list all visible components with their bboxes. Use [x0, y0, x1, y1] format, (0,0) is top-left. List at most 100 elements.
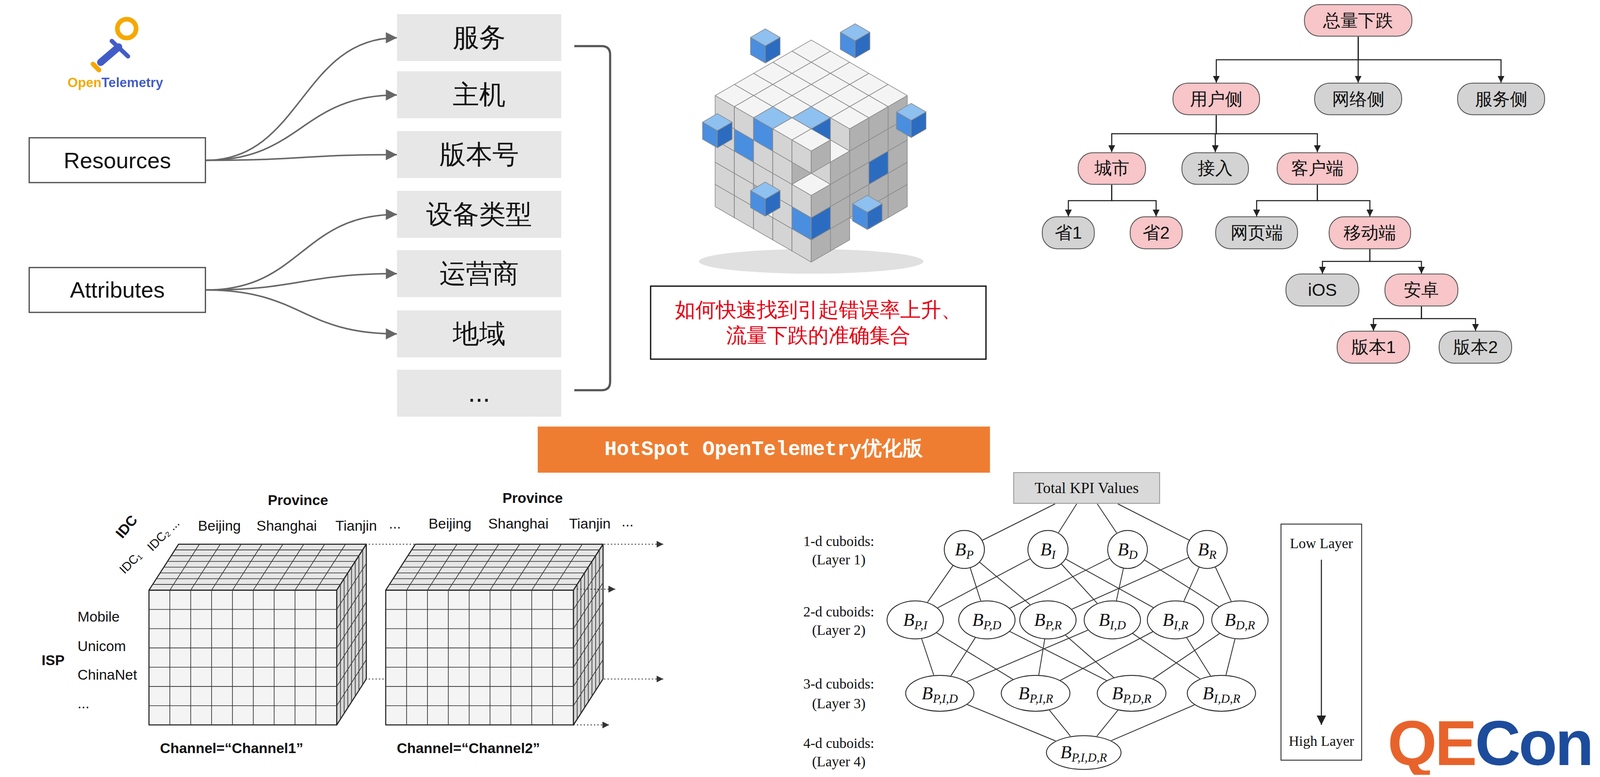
- connector: [1009, 631, 1107, 681]
- connector: [1421, 305, 1476, 331]
- cube-illustration: [698, 23, 926, 274]
- tree-node: 版本2: [1438, 330, 1513, 364]
- cube-face: [855, 32, 870, 59]
- connector: [1215, 566, 1232, 601]
- connector: [1068, 184, 1112, 217]
- data-cube: [385, 544, 603, 725]
- diagram-label: IDC: [112, 512, 141, 542]
- node-text: P,R: [1045, 616, 1062, 632]
- dotted-arrow: [573, 724, 610, 725]
- connector: [979, 561, 1030, 605]
- diagram-label: 4-d cuboids:: [803, 734, 875, 752]
- connector: [1216, 36, 1359, 83]
- diagram-label: Shanghai: [488, 515, 549, 533]
- node-text: 省1: [1054, 222, 1083, 244]
- connector: [1111, 115, 1217, 152]
- resource-box: Resources: [28, 137, 207, 184]
- diagram-label: Tianjin: [335, 517, 377, 534]
- node-text: 客户端: [1291, 157, 1344, 179]
- node-text: B: [1060, 741, 1072, 764]
- tree-node: 版本1: [1336, 330, 1411, 364]
- cube-face: [734, 106, 754, 140]
- tree-node: 接入: [1181, 151, 1249, 185]
- diagram-label: IDC₂ ...: [144, 515, 183, 554]
- opentelemetry-icon: [93, 19, 137, 70]
- node-text: I,R: [1173, 616, 1189, 632]
- cube-face: [791, 139, 812, 174]
- cube-face: [765, 190, 781, 216]
- tree-node: 省1: [1041, 216, 1095, 250]
- logo-text: OpenTelemetry: [67, 75, 163, 91]
- diagram-label: 3-d cuboids:: [803, 675, 875, 693]
- tree-node: iOS: [1285, 273, 1359, 307]
- connector: [1370, 249, 1422, 274]
- diagram-label: Unicom: [77, 637, 126, 655]
- connector: [1060, 631, 1153, 681]
- node-text: B: [921, 681, 933, 704]
- diagram-label: Tianjin: [569, 515, 611, 533]
- cube-face: [750, 37, 766, 64]
- node-text: B: [1197, 538, 1209, 561]
- cube-face: [849, 117, 869, 152]
- node-text: I,D: [1109, 616, 1126, 632]
- icon-ring: [117, 19, 137, 38]
- connector: [206, 289, 397, 334]
- node-text: P,I,R: [1029, 690, 1054, 706]
- attribute-box: 主机: [396, 71, 562, 119]
- diagram-label: Beijing: [428, 515, 472, 533]
- cuboid-ellipse: BP,I,D,R: [1045, 734, 1122, 770]
- node-text: 版本号: [439, 138, 519, 171]
- node-text: B: [1202, 681, 1214, 704]
- icon-body: [111, 40, 128, 57]
- tree-node: 移动端: [1328, 216, 1412, 250]
- cuboid-ellipse: BR: [1186, 529, 1228, 569]
- node-text: Low Layer: [1289, 534, 1353, 552]
- node-text: 用户侧: [1189, 88, 1243, 110]
- node-text: 接入: [1197, 157, 1233, 179]
- connector: [1216, 115, 1318, 152]
- cuboid-ellipse: BI,D: [1083, 599, 1141, 639]
- diagram-label: ISP: [41, 651, 65, 669]
- cube-grid: [148, 544, 367, 725]
- node-text: R: [1209, 546, 1217, 562]
- node-text: B: [1111, 681, 1123, 704]
- connector: [206, 214, 397, 290]
- node-text: B: [972, 608, 984, 631]
- cube-face: [852, 203, 868, 230]
- connector: [206, 94, 397, 160]
- tree-node: 总量下跌: [1303, 4, 1413, 38]
- diagram-label: (Layer 1): [811, 550, 866, 568]
- connector: [970, 567, 981, 601]
- attribute-box: 设备类型: [396, 190, 562, 238]
- diagram-label: IDC₁: [116, 548, 145, 576]
- node-text: D,R: [1235, 616, 1255, 632]
- connector: [1132, 633, 1200, 679]
- tree-node: 客户端: [1276, 151, 1359, 185]
- dotted-arrow: [573, 588, 616, 590]
- node-text: 安卓: [1403, 279, 1439, 301]
- cube-face: [702, 122, 718, 148]
- diagram-label: Mobile: [77, 608, 120, 625]
- attribute-box: 地域: [396, 310, 562, 358]
- diagram-label: ...: [621, 513, 634, 530]
- node-text: 主机: [452, 78, 506, 111]
- node-text: D: [1128, 546, 1138, 562]
- cube-face: [868, 106, 888, 140]
- connector: [1225, 638, 1235, 675]
- cube-face: [867, 203, 883, 230]
- node-text: P,I,D: [933, 690, 958, 706]
- diagram-label: (Layer 2): [811, 621, 866, 638]
- node-text: B: [1224, 608, 1236, 631]
- connector: [1186, 637, 1211, 676]
- diagram-label: (Layer 3): [811, 695, 866, 712]
- node-text: B: [954, 538, 966, 561]
- node-text: Resources: [63, 146, 171, 174]
- cube-face: [717, 122, 733, 148]
- node-text: B: [1098, 608, 1110, 631]
- icon-body: [100, 46, 119, 63]
- node-text: 设备类型: [426, 198, 533, 231]
- attribute-box: 服务: [396, 14, 562, 62]
- node-text: 城市: [1094, 157, 1130, 179]
